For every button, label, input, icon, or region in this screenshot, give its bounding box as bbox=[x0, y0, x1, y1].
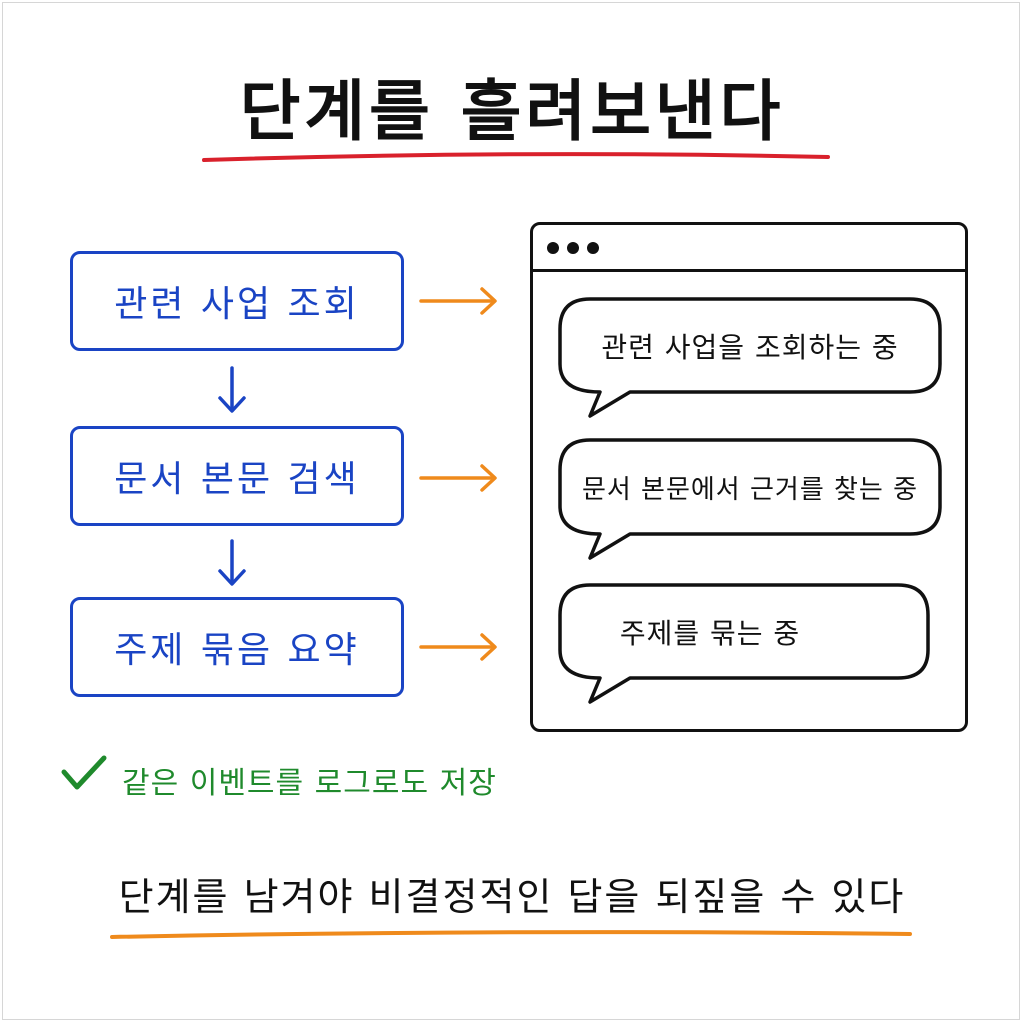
window-dot-icon bbox=[547, 242, 559, 254]
step-box-2: 문서 본문 검색 bbox=[70, 426, 404, 526]
step-box-1: 관련 사업 조회 bbox=[70, 251, 404, 351]
down-arrow-2 bbox=[218, 539, 246, 586]
log-note: 같은 이벤트를 로그로도 저장 bbox=[122, 766, 497, 801]
speech-bubble-1 bbox=[558, 297, 942, 418]
footer-underline bbox=[110, 930, 912, 939]
right-arrow-1 bbox=[419, 287, 497, 315]
status-message-1: 관련 사업을 조회하는 중 bbox=[601, 330, 899, 364]
speech-bubble-3 bbox=[558, 583, 930, 704]
down-arrow-1 bbox=[218, 366, 246, 413]
status-message-3: 주제를 묶는 중 bbox=[619, 616, 801, 650]
right-arrow-2 bbox=[419, 464, 497, 492]
right-arrow-3 bbox=[419, 633, 497, 661]
window-dot-icon bbox=[587, 242, 599, 254]
footer-caption: 단계를 남겨야 비결정적인 답을 되짚을 수 있다 bbox=[118, 875, 906, 919]
step-box-3: 주제 묶음 요약 bbox=[70, 597, 404, 697]
window-dot-icon bbox=[567, 242, 579, 254]
status-message-2: 문서 본문에서 근거를 찾는 중 bbox=[581, 474, 919, 505]
title-underline bbox=[202, 152, 830, 162]
window-title-bar bbox=[533, 225, 965, 272]
page-title: 단계를 흘려보낸다 bbox=[239, 73, 785, 150]
checkmark-icon bbox=[61, 755, 107, 790]
speech-bubble-2 bbox=[558, 438, 942, 560]
app-window bbox=[530, 222, 968, 732]
